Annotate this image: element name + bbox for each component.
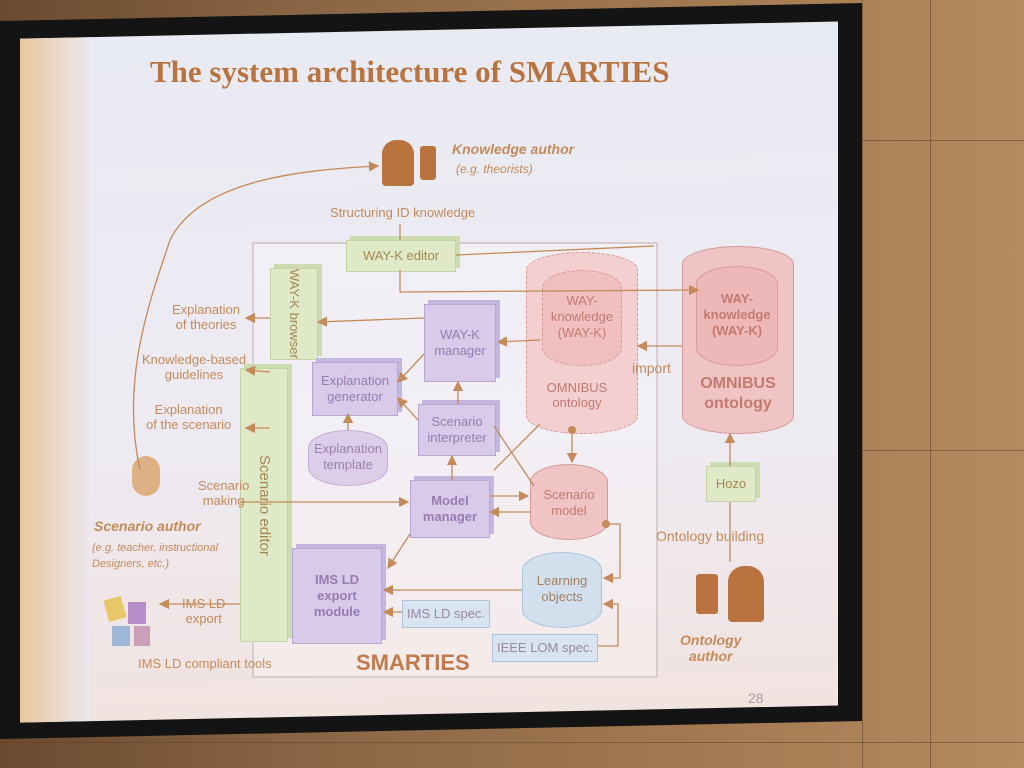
scenario-interpreter-module: Scenario interpreter bbox=[418, 404, 496, 456]
arrow-guidelines bbox=[244, 365, 271, 376]
arrow-model-loop bbox=[602, 523, 621, 584]
scenario-editor-module: Scenario editor bbox=[240, 368, 288, 642]
imsld-export-module: IMS LD export module bbox=[292, 548, 382, 644]
arrow-lom-loop bbox=[598, 598, 619, 647]
imsld-export-module-label: IMS LD export module bbox=[313, 572, 361, 619]
ontology-author-label: Ontology author bbox=[680, 632, 741, 664]
wall-seam bbox=[862, 0, 863, 768]
wayk-editor-module: WAY-K editor bbox=[346, 240, 456, 272]
scenario-model-store: Scenario model bbox=[530, 464, 608, 540]
outer-wayk-label: WAY- knowledge (WAY-K) bbox=[703, 291, 771, 338]
slide-title: The system architecture of SMARTIES bbox=[150, 54, 670, 89]
outer-wayk-store: WAY- knowledge (WAY-K) bbox=[696, 266, 778, 366]
scenario-interpreter-label: Scenario interpreter bbox=[427, 414, 487, 445]
knowledge-author-icon bbox=[382, 140, 414, 186]
kb-guidelines-line2: guidelines bbox=[164, 367, 224, 382]
monitor-icon bbox=[420, 146, 436, 180]
wayk-browser-module: WAY-K browser bbox=[270, 268, 318, 360]
wall-seam bbox=[0, 742, 1024, 743]
explanation-template-label: Explanation template bbox=[314, 441, 382, 472]
ontology-author-line1: Ontology bbox=[680, 632, 742, 648]
junction-dot bbox=[602, 520, 610, 528]
wall-seam bbox=[930, 0, 931, 768]
ontology-author-icon bbox=[728, 566, 764, 622]
knowledge-author-sub: (e.g. theorists) bbox=[456, 162, 533, 176]
imsld-tools-label: IMS LD compliant tools bbox=[138, 656, 272, 671]
arrow-ontology-to-manager bbox=[496, 336, 541, 347]
expl-theories-line1: Explanation bbox=[172, 302, 240, 317]
knowledge-author-label: Knowledge author bbox=[452, 141, 575, 157]
wayk-manager-label: WAY-K manager bbox=[434, 327, 486, 358]
arrow-manager-to-browser bbox=[316, 316, 425, 327]
scenario-author-sub1: (e.g. teacher, instructional bbox=[92, 542, 218, 554]
ontology-building-label: Ontology building bbox=[656, 528, 765, 544]
scenario-making-line1: Scenario bbox=[198, 478, 250, 493]
scenario-author-icon bbox=[132, 456, 160, 496]
expl-scenario-line2: of the scenario bbox=[146, 417, 232, 432]
arrow-cross-2 bbox=[493, 423, 541, 471]
explanation-generator-label: Explanation generator bbox=[321, 373, 389, 404]
outer-omnibus-label: OMNIBUS ontology bbox=[700, 375, 776, 412]
kb-guidelines-label: Knowledge-based guidelines bbox=[142, 352, 246, 382]
arrow-editor-to-outer bbox=[399, 270, 700, 296]
wall-seam bbox=[862, 450, 1024, 451]
scenario-making-label: Scenario making bbox=[198, 478, 249, 508]
expl-scenario-label: Explanation of the scenario bbox=[146, 402, 231, 432]
wall-seam bbox=[862, 140, 1024, 141]
model-manager-module: Model manager bbox=[410, 480, 490, 538]
inner-wayk-store: WAY- knowledge (WAY-K) bbox=[542, 270, 622, 366]
learning-objects-store: Learning objects bbox=[522, 552, 602, 628]
arrow-interp-to-generator bbox=[397, 397, 419, 421]
scenario-model-label: Scenario model bbox=[543, 487, 595, 518]
smarties-label: SMARTIES bbox=[356, 650, 470, 675]
expl-theories-line2: of theories bbox=[175, 317, 237, 332]
arrow-model-to-export bbox=[387, 533, 411, 570]
junction-dot bbox=[568, 426, 576, 434]
expl-scenario-line1: Explanation bbox=[154, 402, 223, 417]
imsld-spec-doc: IMS LD spec. bbox=[402, 600, 490, 628]
arrow-editor-to-ontology bbox=[455, 245, 655, 256]
scenario-making-line2: making bbox=[202, 493, 245, 508]
monitor-icon bbox=[696, 574, 718, 614]
kb-guidelines-line1: Knowledge-based bbox=[142, 352, 247, 367]
ontology-author-line2: author bbox=[688, 648, 733, 664]
imsld-export-line2: export bbox=[185, 611, 222, 626]
scenario-author-label: Scenario author bbox=[94, 518, 201, 534]
ieee-lom-spec-doc: IEEE LOM spec. bbox=[492, 634, 598, 662]
wayk-browser-label: WAY-K browser bbox=[287, 269, 302, 359]
arrow-manager-to-generator bbox=[397, 353, 425, 383]
scenario-editor-label: Scenario editor bbox=[256, 454, 273, 556]
arrow-cross-1 bbox=[493, 425, 535, 487]
explanation-template-store: Explanation template bbox=[308, 430, 388, 486]
structuring-label: Structuring ID knowledge bbox=[330, 205, 476, 220]
import-label: import bbox=[632, 360, 671, 376]
hozo-module: Hozo bbox=[706, 466, 756, 502]
model-manager-label: Model manager bbox=[422, 493, 478, 524]
explanation-generator-module: Explanation generator bbox=[312, 362, 398, 416]
scenario-author-sub2: Designers, etc.) bbox=[92, 558, 170, 570]
imsld-tools-icon bbox=[103, 596, 154, 650]
expl-theories-label: Explanation of theories bbox=[172, 302, 240, 332]
inner-wayk-label: WAY- knowledge (WAY-K) bbox=[550, 293, 614, 340]
arrow-to-knowledge-author bbox=[132, 161, 380, 471]
wayk-manager-module: WAY-K manager bbox=[424, 304, 496, 382]
page-number: 28 bbox=[748, 690, 764, 706]
learning-objects-label: Learning objects bbox=[536, 573, 588, 604]
inner-omnibus-label: OMNIBUS ontology bbox=[546, 380, 608, 410]
